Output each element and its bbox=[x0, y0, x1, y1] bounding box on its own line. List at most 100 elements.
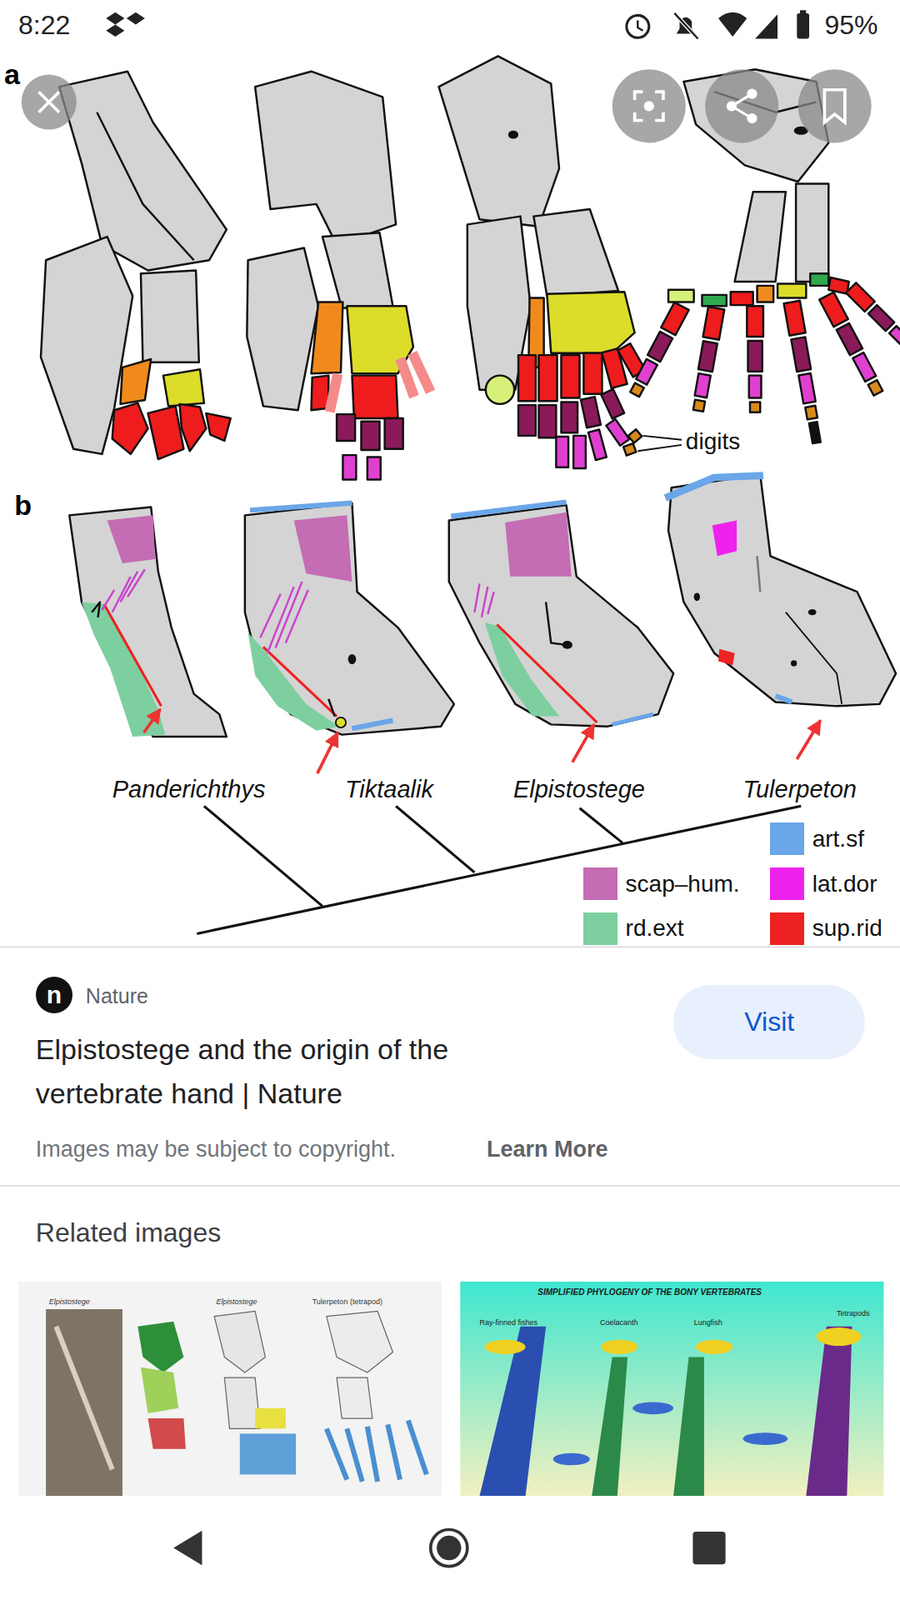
fin-skeleton bbox=[509, 131, 518, 138]
overlay-button bbox=[21, 69, 872, 143]
thumbnail-image bbox=[805, 1326, 852, 1496]
limb-skeleton bbox=[647, 331, 673, 362]
fin-skeleton bbox=[246, 248, 319, 411]
fin-skeleton bbox=[367, 457, 381, 480]
fin-skeleton bbox=[583, 353, 602, 395]
thumb-caption: SIMPLIFIED PHYLOGENY OF THE BONY VERTEBR… bbox=[537, 1287, 762, 1298]
limb-skeleton bbox=[690, 306, 725, 412]
limb-skeleton bbox=[749, 375, 762, 399]
overlay-button bbox=[612, 69, 686, 143]
fin-skeleton bbox=[322, 232, 393, 309]
cladogram-line bbox=[196, 805, 801, 934]
shoulder-girdle bbox=[101, 569, 145, 612]
fin-skeleton bbox=[628, 429, 642, 443]
limb-skeleton bbox=[746, 305, 764, 337]
shoulder-girdle bbox=[317, 732, 338, 774]
battery-level: 95% bbox=[824, 9, 878, 41]
divider bbox=[0, 946, 900, 1186]
limb-skeleton bbox=[695, 373, 711, 398]
fin-skeleton bbox=[255, 71, 396, 245]
thumbnail-image bbox=[18, 1281, 884, 1496]
cladogram-line bbox=[395, 805, 475, 873]
leader-line bbox=[642, 435, 682, 440]
limb-skeleton bbox=[810, 273, 829, 286]
limb-skeleton bbox=[668, 290, 695, 303]
shoulder-girdle bbox=[562, 640, 573, 650]
thumb-caption: Lungfish bbox=[694, 1318, 723, 1328]
fin-skeleton bbox=[539, 405, 557, 438]
limb-skeleton bbox=[777, 283, 806, 298]
limb-skeleton bbox=[868, 380, 884, 396]
cladogram-line bbox=[580, 808, 623, 844]
shoulder-girdle bbox=[712, 520, 737, 556]
fin-skeleton bbox=[180, 404, 207, 451]
taxon-name: Panderichthys bbox=[112, 775, 266, 805]
overlay-button bbox=[644, 100, 655, 111]
taxon-name: Tulerpeton bbox=[742, 775, 857, 805]
overlay-button bbox=[21, 74, 77, 130]
status-icons bbox=[796, 13, 810, 40]
thumbnail-image bbox=[460, 1281, 884, 1496]
status-icons bbox=[105, 12, 145, 37]
status-icons bbox=[674, 13, 698, 40]
thumbnail-image bbox=[553, 1453, 590, 1466]
limb-skeleton bbox=[748, 340, 763, 372]
fin-skeleton bbox=[555, 436, 569, 468]
fin-skeleton bbox=[485, 375, 515, 405]
shoulder-girdle bbox=[496, 624, 597, 723]
node-text: Visit bbox=[744, 1008, 795, 1035]
shoulder-girdle bbox=[505, 512, 572, 577]
fin-skeleton bbox=[59, 71, 227, 271]
limb-skeleton bbox=[627, 302, 690, 399]
shoulder-girdle bbox=[665, 475, 764, 499]
nav-bar bbox=[692, 1531, 725, 1565]
thumbnail-image bbox=[591, 1357, 705, 1497]
nav-bar bbox=[0, 1498, 900, 1600]
shoulder-girdle bbox=[545, 601, 566, 645]
legend-text: sup.rid bbox=[812, 914, 883, 943]
limb-skeleton bbox=[845, 282, 875, 312]
limb-skeleton bbox=[746, 305, 764, 412]
thumbnail-image bbox=[816, 1327, 862, 1346]
limb-skeleton bbox=[635, 359, 658, 385]
shoulder-girdle bbox=[91, 601, 100, 617]
thumb-caption: Tulerpeton (tetrapod) bbox=[312, 1297, 383, 1307]
limb-skeleton bbox=[750, 401, 760, 412]
limb-skeleton bbox=[703, 306, 725, 340]
fin-skeleton bbox=[351, 375, 398, 419]
fin-skeleton bbox=[148, 405, 185, 460]
shoulder-girdle bbox=[785, 612, 842, 705]
fin-skeleton bbox=[518, 405, 536, 436]
shoulder-girdle bbox=[474, 583, 494, 617]
legend-text: scap–hum. bbox=[625, 870, 740, 899]
fin-skeleton bbox=[96, 112, 194, 261]
section-heading: Related images bbox=[35, 1216, 221, 1249]
fin-skeleton bbox=[342, 455, 356, 480]
cladogram-line bbox=[204, 805, 323, 906]
limb-skeleton bbox=[630, 383, 645, 398]
thumbnail-image bbox=[600, 1340, 638, 1355]
fin-skeleton bbox=[325, 372, 344, 413]
thumbnail-image bbox=[148, 1418, 186, 1450]
shoulder-girdle bbox=[572, 724, 595, 762]
legend-text: rd.ext bbox=[625, 914, 685, 943]
thumb-caption: Coelacanth bbox=[600, 1318, 639, 1328]
shoulder-girdle bbox=[245, 503, 455, 735]
fin-skeleton bbox=[573, 435, 586, 469]
fin-skeleton bbox=[539, 355, 558, 401]
limb-skeleton bbox=[660, 302, 689, 335]
shoulder-girdle bbox=[775, 695, 793, 702]
shoulder-girdle bbox=[449, 501, 674, 762]
thumbnail-image bbox=[480, 1326, 547, 1496]
shoulder-girdle bbox=[260, 581, 309, 654]
fin-skeleton bbox=[600, 389, 625, 420]
divider bbox=[0, 945, 900, 948]
limb-skeleton bbox=[809, 421, 821, 444]
nav-bar bbox=[173, 1530, 202, 1566]
thumbnail-image bbox=[742, 1432, 788, 1445]
shoulder-girdle bbox=[263, 646, 337, 716]
shoulder-girdle bbox=[351, 720, 393, 729]
copyright-note: Images may be subject to copyright. bbox=[35, 1135, 396, 1163]
fin-skeleton bbox=[310, 301, 343, 374]
limb-skeleton bbox=[784, 300, 806, 336]
